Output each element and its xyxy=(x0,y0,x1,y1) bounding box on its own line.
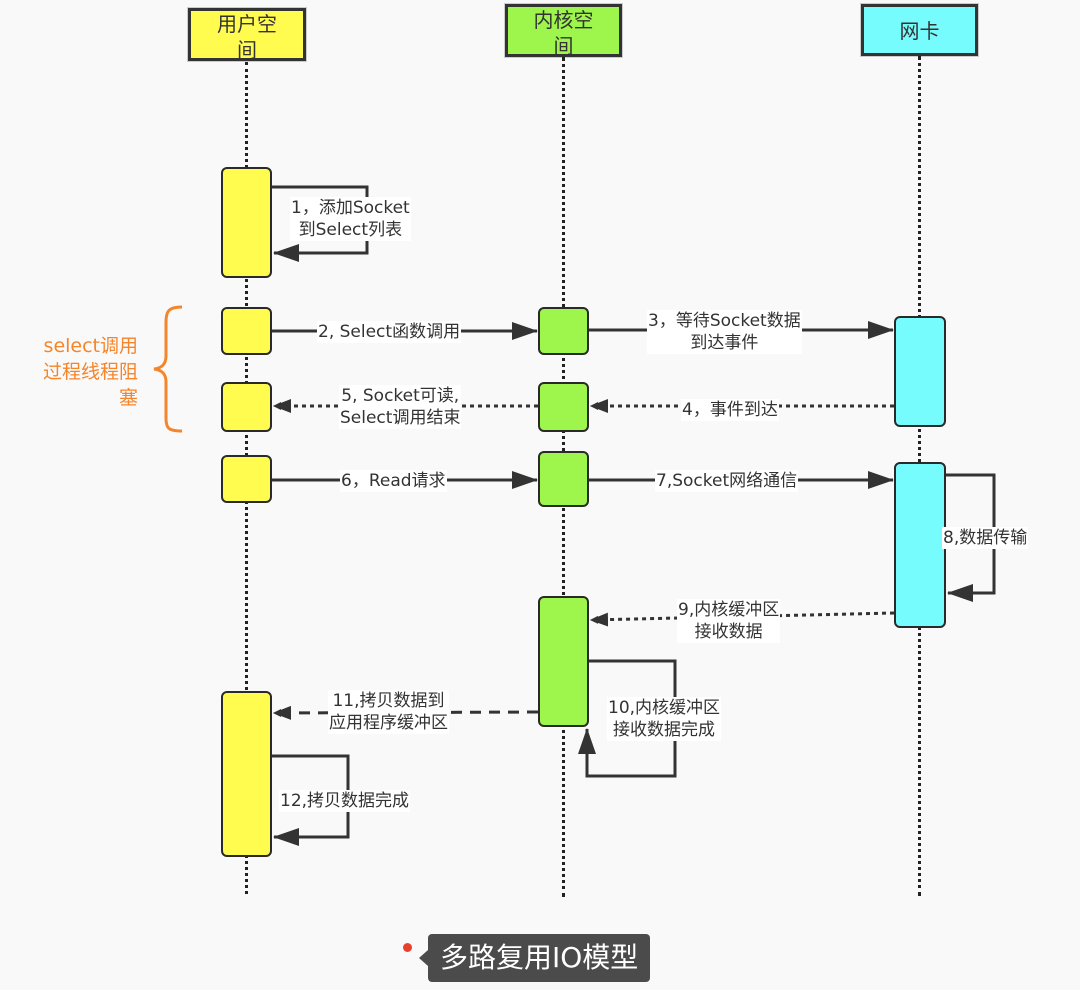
message-label-step-1: 1，添加Socket 到Select列表 xyxy=(290,197,411,241)
message-label-step-7: 7,Socket网络通信 xyxy=(655,470,799,492)
message-11-line1: 11,拷贝数据到 xyxy=(332,691,445,711)
message-label-step-4: 4，事件到达 xyxy=(681,399,779,421)
arrow-step-9 xyxy=(590,611,895,627)
activation-user-3 xyxy=(221,382,272,432)
message-12-line1: 12,拷贝数据完成 xyxy=(280,791,410,811)
message-label-step-9: 9,内核缓冲区 接收数据 xyxy=(677,599,781,643)
message-label-step-6: 6，Read请求 xyxy=(340,470,447,492)
message-label-step-8: 8,数据传输 xyxy=(942,527,1029,549)
kernel-space-label-line1: 内核空 xyxy=(533,7,594,32)
activation-user-5 xyxy=(221,691,272,857)
caption-marker-dot xyxy=(403,943,412,952)
message-10-line1: 10,内核缓冲区 xyxy=(608,698,721,718)
message-10-line2: 接收数据完成 xyxy=(613,720,716,740)
activation-user-1 xyxy=(221,167,272,278)
message-1-line1: 1，添加Socket xyxy=(291,198,410,218)
lifeline-header-user-space: 用户空间 xyxy=(188,8,306,62)
message-label-step-12: 12,拷贝数据完成 xyxy=(279,790,411,812)
message-5-line1: 5, Socket可读, xyxy=(341,386,460,406)
user-space-label-line1: 用户空 xyxy=(217,11,277,36)
message-8-line1: 8,数据传输 xyxy=(943,528,1028,548)
arrow-step-11 xyxy=(273,705,539,720)
annotation-line3: 塞 xyxy=(118,387,138,409)
message-1-line2: 到Select列表 xyxy=(298,220,403,240)
message-9-line1: 9,内核缓冲区 xyxy=(678,600,780,620)
activation-user-2 xyxy=(221,307,272,355)
message-9-line2: 接收数据 xyxy=(694,622,763,642)
message-3-line2: 到达事件 xyxy=(690,333,759,353)
message-2-line1: 2, Select函数调用 xyxy=(318,322,461,342)
message-5-line2: Select调用结束 xyxy=(340,408,461,428)
message-6-line1: 6，Read请求 xyxy=(341,471,446,491)
lifeline-header-nic: 网卡 xyxy=(861,4,978,56)
message-label-step-2: 2, Select函数调用 xyxy=(317,321,462,343)
arrow-step-10 xyxy=(578,659,677,778)
message-label-step-5: 5, Socket可读, Select调用结束 xyxy=(339,385,462,429)
activation-kernel-3 xyxy=(538,451,589,507)
nic-label: 网卡 xyxy=(899,19,940,43)
message-7-line1: 7,Socket网络通信 xyxy=(656,471,798,491)
message-label-step-10: 10,内核缓冲区 接收数据完成 xyxy=(607,697,722,741)
caption-pointer xyxy=(419,950,428,966)
activation-kernel-1 xyxy=(538,307,589,355)
blocking-annotation: select调用 过程线程阻 塞 xyxy=(26,333,138,411)
blocking-brace xyxy=(153,305,183,433)
annotation-line2: 过程线程阻 xyxy=(42,361,138,383)
activation-user-4 xyxy=(221,455,272,503)
activation-nic-1 xyxy=(894,316,946,427)
lifeline-header-kernel-space: 内核空间 xyxy=(505,4,622,58)
message-11-line2: 应用程序缓冲区 xyxy=(329,713,448,733)
diagram-caption: 多路复用IO模型 xyxy=(428,934,651,982)
message-3-line1: 3，等待Socket数据 xyxy=(648,311,801,331)
activation-kernel-4 xyxy=(538,596,589,727)
message-4-line1: 4，事件到达 xyxy=(682,400,778,420)
activation-kernel-2 xyxy=(538,382,589,432)
annotation-line1: select调用 xyxy=(43,335,138,357)
message-label-step-11: 11,拷贝数据到 应用程序缓冲区 xyxy=(328,690,449,734)
user-space-label-line2: 间 xyxy=(237,37,257,62)
message-label-step-3: 3，等待Socket数据 到达事件 xyxy=(647,310,802,354)
kernel-space-label-line2: 间 xyxy=(553,33,574,58)
